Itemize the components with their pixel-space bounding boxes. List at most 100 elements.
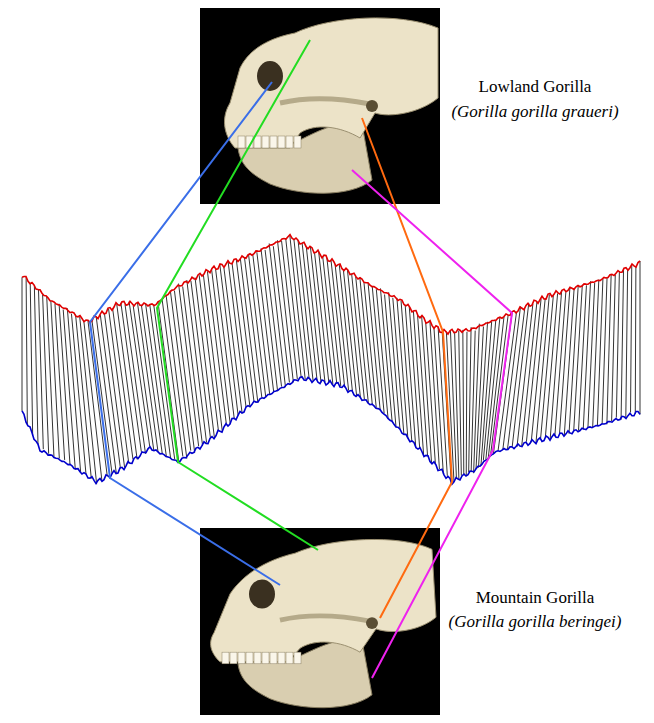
correspondence-line [560, 287, 570, 433]
correspondence-line [26, 277, 27, 424]
correspondence-line [191, 281, 211, 439]
landmark-line [157, 40, 318, 550]
correspondence-line [352, 273, 365, 399]
correspondence-line [174, 291, 194, 453]
correspondence-line [583, 281, 590, 429]
outline-curves [22, 235, 640, 484]
tooth [278, 652, 285, 664]
tooth [262, 136, 269, 148]
correspondence-line [100, 315, 120, 469]
correspondence-line [92, 321, 112, 474]
tooth [294, 652, 301, 664]
correspondence-line [38, 289, 43, 449]
orbit [249, 579, 275, 608]
correspondence-line [187, 280, 207, 442]
correspondence-line [249, 255, 266, 397]
correspondence-line [162, 299, 183, 456]
correspondence-line [434, 328, 443, 474]
correspondence-line [339, 264, 352, 393]
correspondence-line [117, 304, 137, 459]
correspondence-line [273, 246, 289, 382]
correspondence-line [612, 275, 616, 421]
correspondence-line [469, 327, 471, 472]
mountain-outline [22, 377, 640, 484]
correspondence-line [269, 243, 285, 387]
correspondence-lines [22, 235, 640, 484]
tooth [238, 652, 245, 664]
ear-opening [366, 617, 378, 629]
species-name: (Gorilla gorilla beringei) [447, 612, 624, 632]
correspondence-line [360, 277, 372, 404]
correspondence-line [438, 327, 447, 476]
correspondence-line [526, 298, 541, 441]
correspondence-line [302, 243, 317, 380]
correspondence-line [459, 331, 462, 476]
correspondence-line [104, 313, 124, 467]
tooth [294, 136, 301, 148]
correspondence-line [294, 239, 309, 378]
correspondence-line [154, 306, 175, 460]
correspondence-line [232, 264, 250, 407]
common-name: Mountain Gorilla [474, 588, 597, 608]
correspondence-line [51, 301, 59, 459]
zygomatic-arch [280, 616, 370, 621]
correspondence-line [183, 286, 203, 445]
cranium [211, 539, 436, 661]
correspondence-line [347, 270, 360, 398]
tooth [286, 136, 293, 148]
correspondence-line [522, 301, 537, 446]
correspondence-line [426, 323, 436, 465]
correspondence-line [335, 264, 349, 390]
correspondence-line [22, 277, 23, 411]
correspondence-line [137, 302, 158, 452]
correspondence-line [257, 252, 274, 391]
correspondence-line [323, 257, 337, 384]
correspondence-line [146, 304, 167, 457]
correspondence-line [298, 240, 313, 381]
correspondence-line [635, 267, 637, 414]
photo-background [200, 528, 440, 715]
correspondence-line [319, 251, 333, 384]
correspondence-line [602, 278, 607, 424]
correspondence-line [626, 269, 628, 418]
correspondence-line [621, 270, 623, 420]
correspondence-line [244, 257, 261, 397]
correspondence-line [536, 295, 549, 444]
correspondence-line [224, 267, 242, 412]
zygomatic-arch [280, 99, 370, 104]
correspondence-line [564, 289, 574, 435]
correspondence-line [30, 283, 32, 435]
correspondence-line [236, 259, 254, 401]
tooth [246, 652, 253, 664]
correspondence-line [113, 309, 133, 460]
correspondence-line [265, 250, 281, 387]
correspondence-line [129, 302, 150, 447]
correspondence-line [261, 248, 278, 391]
correspondence-line [240, 259, 258, 403]
tooth [230, 652, 237, 664]
correspondence-line [55, 304, 65, 460]
correspondence-line [607, 274, 611, 424]
correspondence-line [491, 315, 508, 454]
orbit [257, 61, 283, 91]
correspondence-line [71, 314, 86, 474]
correspondence-line [466, 332, 468, 476]
lowland-outline [22, 235, 640, 334]
correspondence-line [517, 304, 533, 447]
correspondence-line [109, 309, 129, 464]
correspondence-line [331, 260, 345, 387]
photo-background [200, 8, 440, 204]
correspondence-line [498, 313, 516, 451]
correspondence-line [327, 258, 341, 386]
correspondence-line [343, 270, 356, 395]
correspondence-line [640, 261, 641, 414]
tooth [262, 652, 269, 664]
correspondence-line [34, 286, 38, 444]
landmark-line [90, 82, 280, 585]
skull-photos [200, 8, 440, 715]
correspondence-line [290, 235, 305, 379]
correspondence-line [569, 286, 578, 434]
tooth [286, 652, 293, 664]
correspondence-line [216, 269, 235, 418]
correspondence-line [616, 271, 619, 418]
